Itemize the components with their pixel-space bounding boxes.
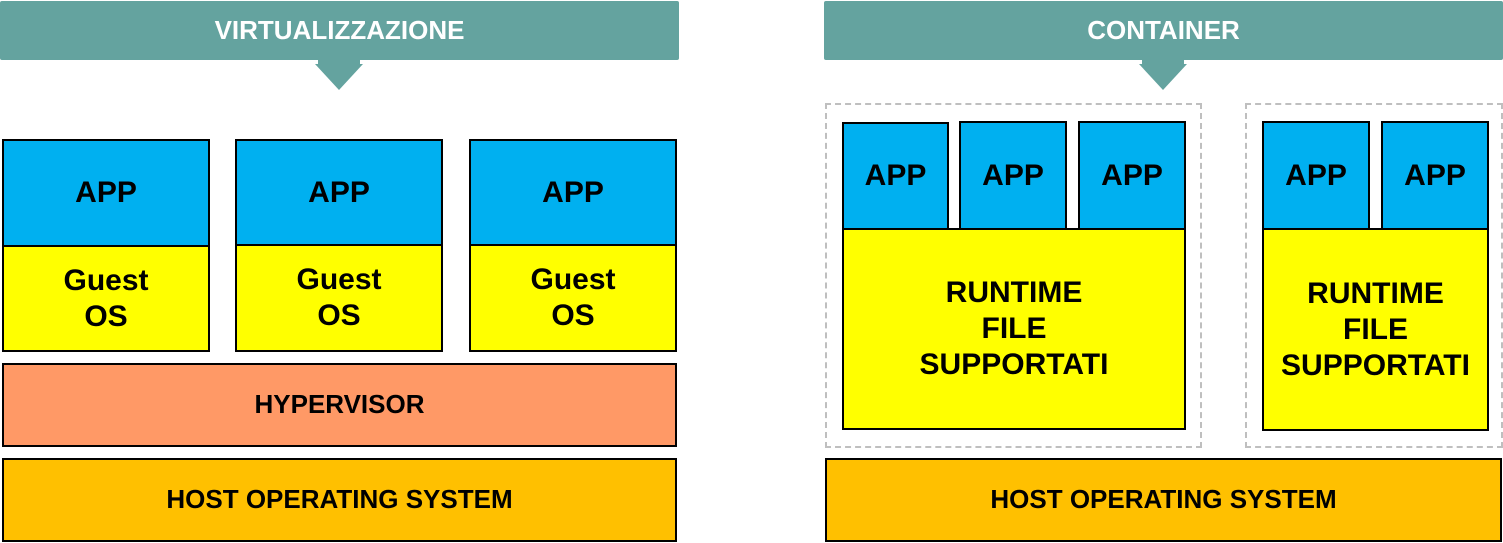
vm-1-app: APP xyxy=(2,139,210,247)
vm-1-guest-os: Guest OS xyxy=(2,245,210,352)
container-2-app-2: APP xyxy=(1381,121,1489,230)
container-2-app-1: APP xyxy=(1262,121,1370,230)
container-1-app-3: APP xyxy=(1078,121,1186,230)
container-arrow-stem xyxy=(1142,60,1184,64)
container-group-2 xyxy=(1245,103,1503,448)
vm-2-guest-os: Guest OS xyxy=(235,244,443,352)
virtualization-arrow-stem xyxy=(318,60,360,64)
container-title-banner: CONTAINER xyxy=(824,1,1503,60)
vm-3-guest-os: Guest OS xyxy=(469,244,677,352)
down-arrow-icon xyxy=(315,64,363,90)
virtualization-host-os-layer: HOST OPERATING SYSTEM xyxy=(2,458,677,542)
container-1-app-1: APP xyxy=(842,122,949,230)
down-arrow-icon xyxy=(1139,64,1187,90)
virtualization-title-banner: VIRTUALIZZAZIONE xyxy=(0,1,679,60)
container-1-app-2: APP xyxy=(959,121,1067,230)
container-2-runtime: RUNTIME FILE SUPPORTATI xyxy=(1262,228,1489,431)
container-group-1 xyxy=(825,103,1202,448)
container-1-runtime: RUNTIME FILE SUPPORTATI xyxy=(842,228,1186,430)
vm-2-app: APP xyxy=(235,139,443,246)
container-host-os-layer: HOST OPERATING SYSTEM xyxy=(825,458,1502,542)
hypervisor-layer: HYPERVISOR xyxy=(2,363,677,447)
vm-3-app: APP xyxy=(469,139,677,246)
